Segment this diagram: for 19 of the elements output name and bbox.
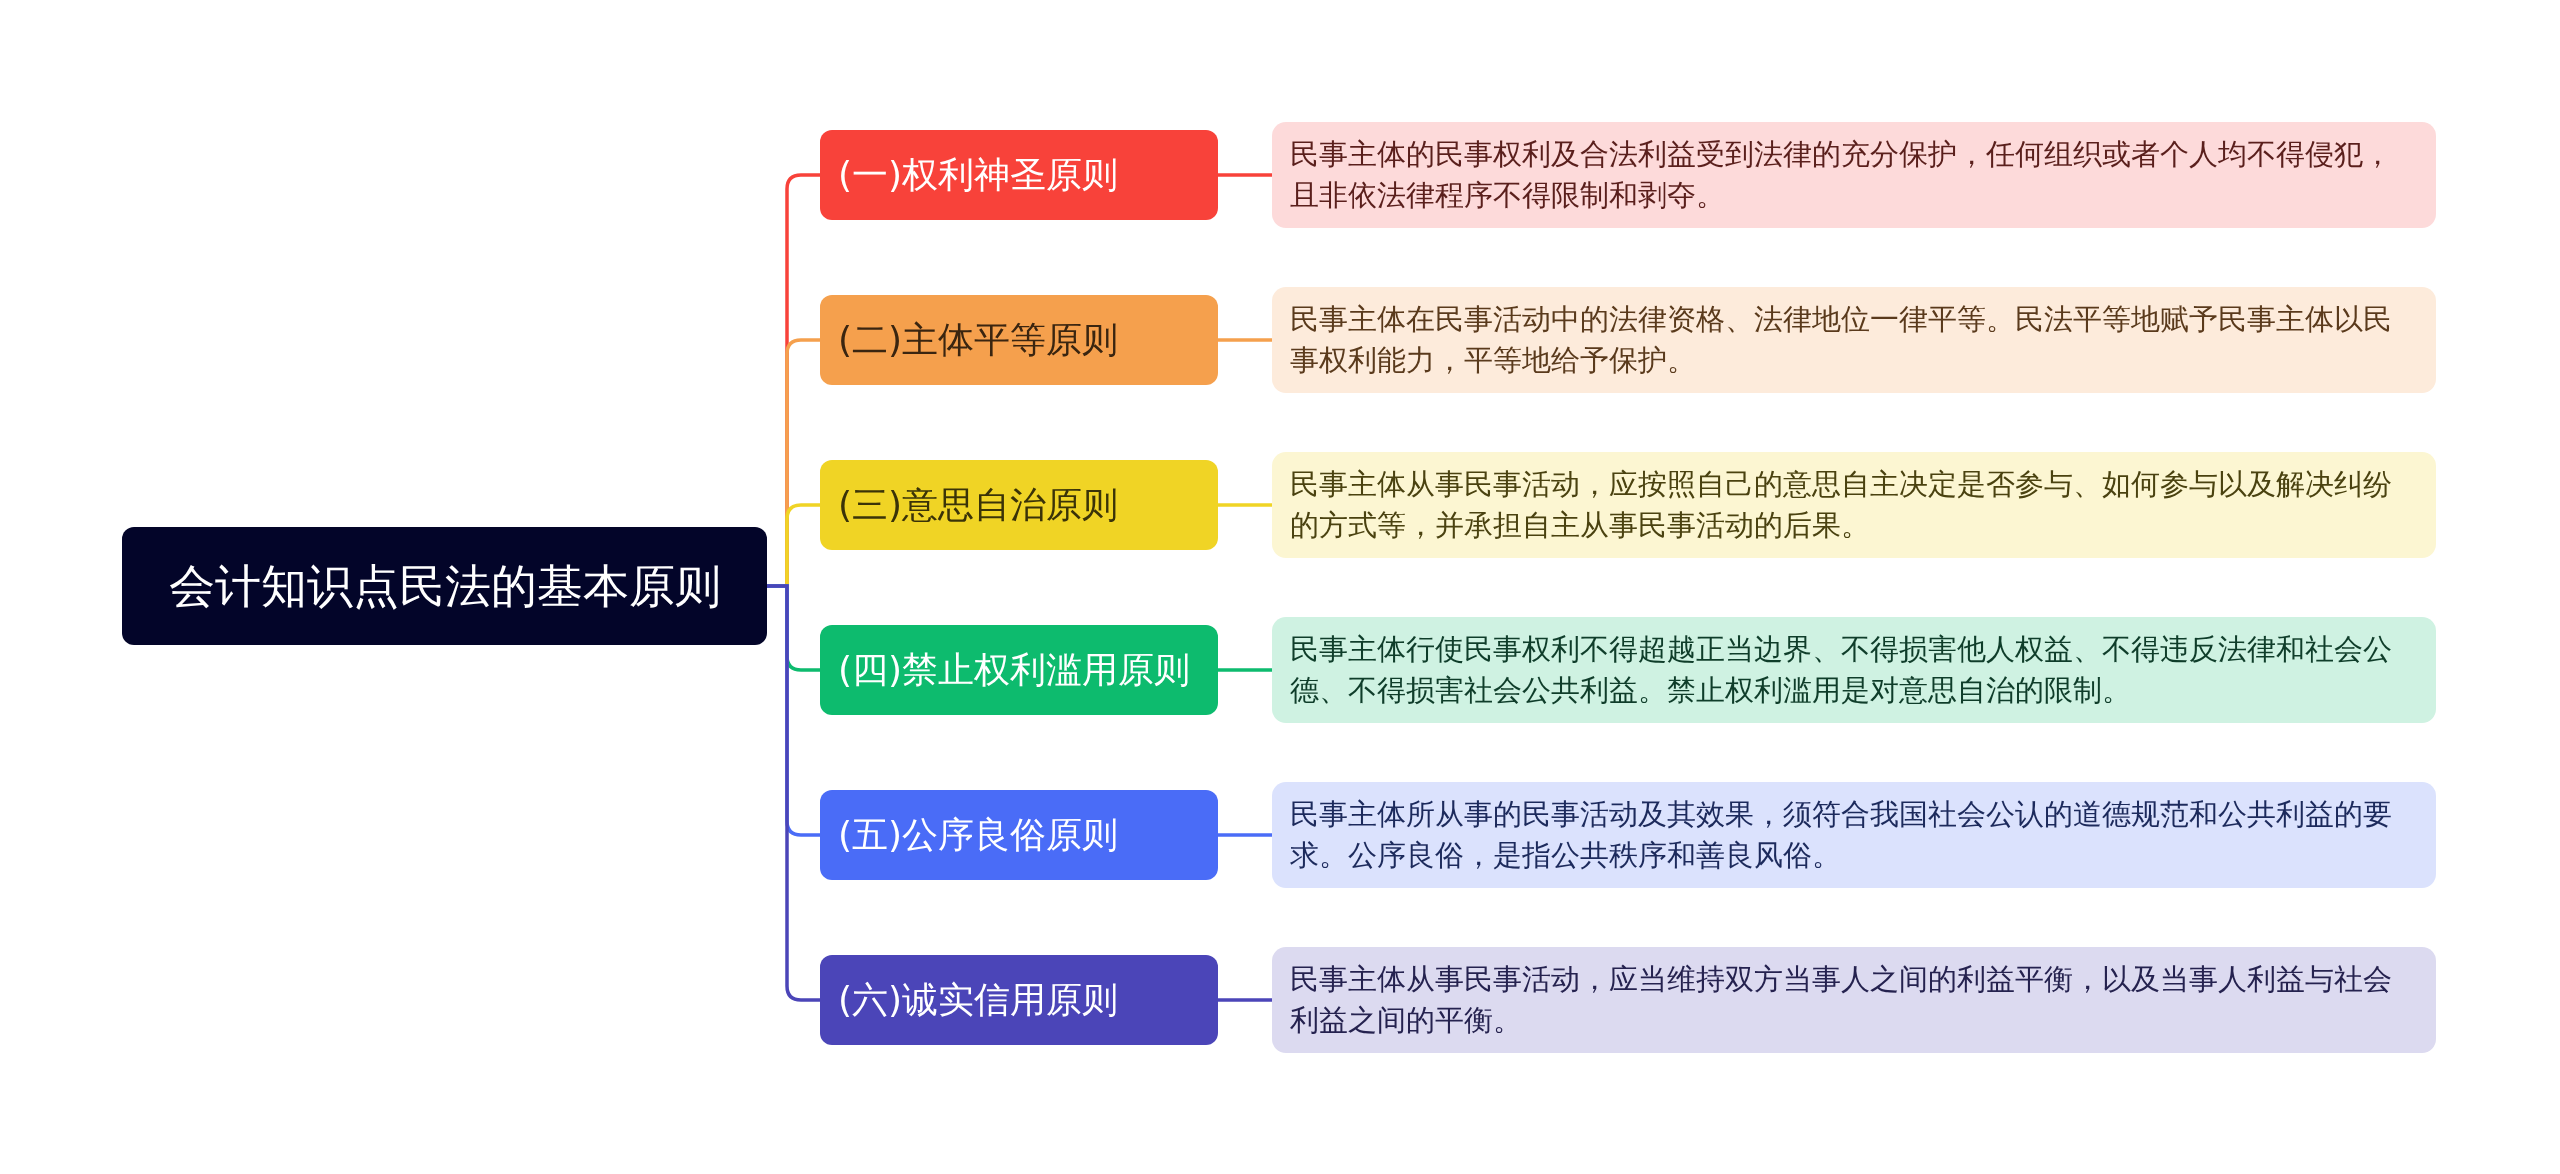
branch-box: (二)主体平等原则 [820, 295, 1218, 385]
connector [1218, 503, 1272, 507]
connector [1218, 173, 1272, 177]
note-box: 民事主体的民事权利及合法利益受到法律的充分保护，任何组织或者个人均不得侵犯，且非依法律程序不得限制和剥夺。 [1272, 122, 2436, 228]
topic-box: 会计知识点民法的基本原则 [122, 527, 767, 645]
connector [1218, 833, 1272, 837]
note-box: 民事主体所从事的民事活动及其效果，须符合我国社会公认的道德规范和公共利益的要求。公序良俗，是指公共秩序和善良风俗。 [1272, 782, 2436, 888]
branch-box: (一)权利神圣原则 [820, 130, 1218, 220]
connector [1218, 668, 1272, 672]
branch-box: (三)意思自治原则 [820, 460, 1218, 550]
branch-box: (四)禁止权利滥用原则 [820, 625, 1218, 715]
branch-box: (五)公序良俗原则 [820, 790, 1218, 880]
note-box: 民事主体从事民事活动，应当维持双方当事人之间的利益平衡，以及当事人利益与社会利益之间的平衡。 [1272, 947, 2436, 1053]
note-box: 民事主体在民事活动中的法律资格、法律地位一律平等。民法平等地赋予民事主体以民事权利能力，平等地给予保护。 [1272, 287, 2436, 393]
connector [1218, 338, 1272, 342]
note-box: 民事主体行使民事权利不得超越正当边界、不得损害他人权益、不得违反法律和社会公德、不得损害社会公共利益。禁止权利滥用是对意思自治的限制。 [1272, 617, 2436, 723]
note-box: 民事主体从事民事活动，应按照自己的意思自主决定是否参与、如何参与以及解决纠纷的方式等，并承担自主从事民事活动的后果。 [1272, 452, 2436, 558]
connector [1218, 998, 1272, 1002]
branch-box: (六)诚实信用原则 [820, 955, 1218, 1045]
